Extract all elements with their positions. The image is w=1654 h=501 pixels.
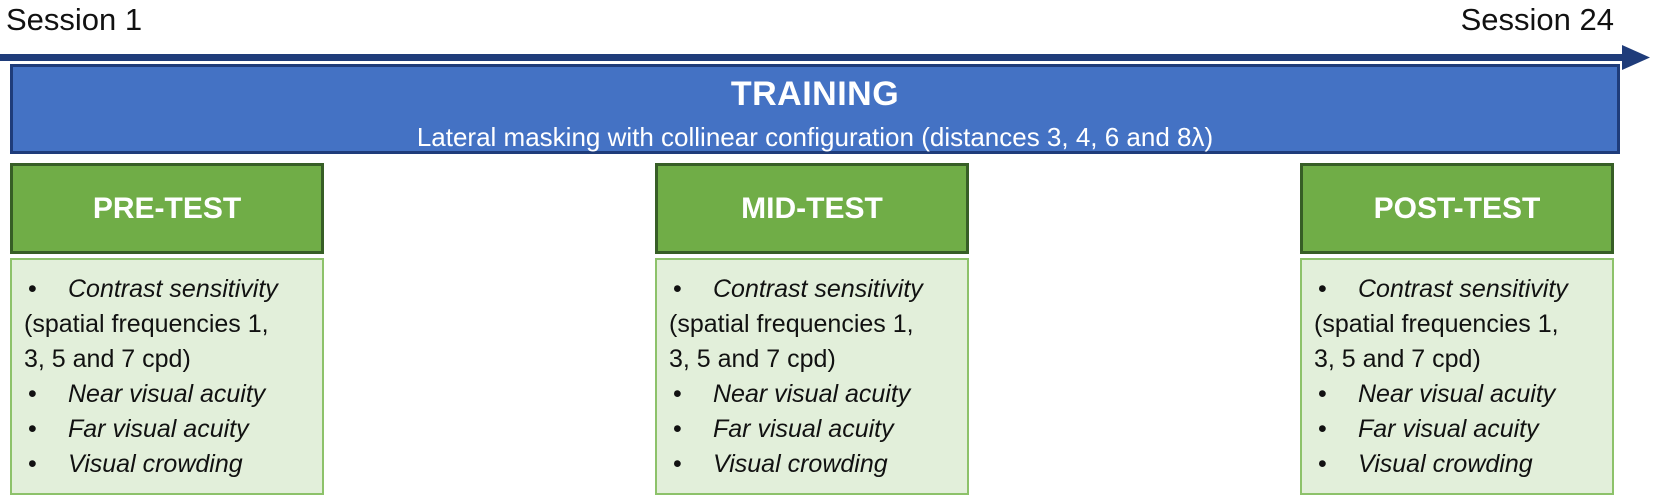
timeline-arrow [0,45,1650,70]
bullet: • [1318,450,1327,478]
bullet: • [28,275,37,303]
list-item: • Visual crowding [1314,447,1604,482]
bullet: • [673,450,682,478]
list-item: • Far visual acuity [1314,412,1604,447]
session-start-label: Session 1 [6,2,143,37]
list-item: • Far visual acuity [24,412,314,447]
bullet: • [28,380,37,408]
session-end-label: Session 24 [1460,2,1614,37]
list-item-detail: (spatial frequencies 1, [24,310,269,338]
bullet: • [673,275,682,303]
pre-test-list: • Contrast sensitivity (spatial frequenci… [10,258,324,495]
mid-test-list: • Contrast sensitivity (spatial frequenci… [655,258,969,495]
list-item: • Visual crowding [669,447,959,482]
list-item-detail: (spatial frequencies 1, [1314,310,1559,338]
list-item-label: Contrast sensitivity [68,275,278,303]
list-item-label: Near visual acuity [713,380,911,408]
list-item-label: Near visual acuity [68,380,266,408]
list-item-detail: (spatial frequencies 1, [669,310,914,338]
list-item: • Contrast sensitivity [1314,272,1604,307]
list-item: • Far visual acuity [669,412,959,447]
mid-test-header: MID-TEST [655,163,969,254]
list-item-label: Near visual acuity [1358,380,1556,408]
list-item: • Near visual acuity [24,377,314,412]
bullet: • [1318,275,1327,303]
bullet: • [673,415,682,443]
bullet: • [1318,380,1327,408]
bullet: • [673,380,682,408]
list-item-label: Far visual acuity [713,415,894,443]
list-item: • Contrast sensitivity [24,272,314,307]
training-box: TRAINING Lateral masking with collinear … [10,64,1620,154]
training-subtitle: Lateral masking with collinear configura… [416,122,1214,152]
timeline-arrow-shaft [0,54,1625,61]
bullet: • [28,415,37,443]
post-test-header: POST-TEST [1300,163,1614,254]
list-item: • Contrast sensitivity [669,272,959,307]
bullet: • [28,450,37,478]
timeline-arrow-head [1622,45,1650,70]
list-item-label: Contrast sensitivity [713,275,923,303]
list-item-detail: 3, 5 and 7 cpd) [24,345,191,373]
list-item: • Near visual acuity [1314,377,1604,412]
list-item-label: Far visual acuity [1358,415,1539,443]
training-title: TRAINING [730,75,900,113]
list-item-label: Visual crowding [713,450,888,478]
post-test-list: • Contrast sensitivity (spatial frequenci… [1300,258,1614,495]
list-item-detail: 3, 5 and 7 cpd) [669,345,836,373]
bullet: • [1318,415,1327,443]
list-item: • Near visual acuity [669,377,959,412]
list-item-label: Contrast sensitivity [1358,275,1568,303]
list-item-detail: 3, 5 and 7 cpd) [1314,345,1481,373]
pre-test-header: PRE-TEST [10,163,324,254]
list-item-label: Visual crowding [1358,450,1533,478]
list-item-label: Far visual acuity [68,415,249,443]
list-item: • Visual crowding [24,447,314,482]
list-item-label: Visual crowding [68,450,243,478]
